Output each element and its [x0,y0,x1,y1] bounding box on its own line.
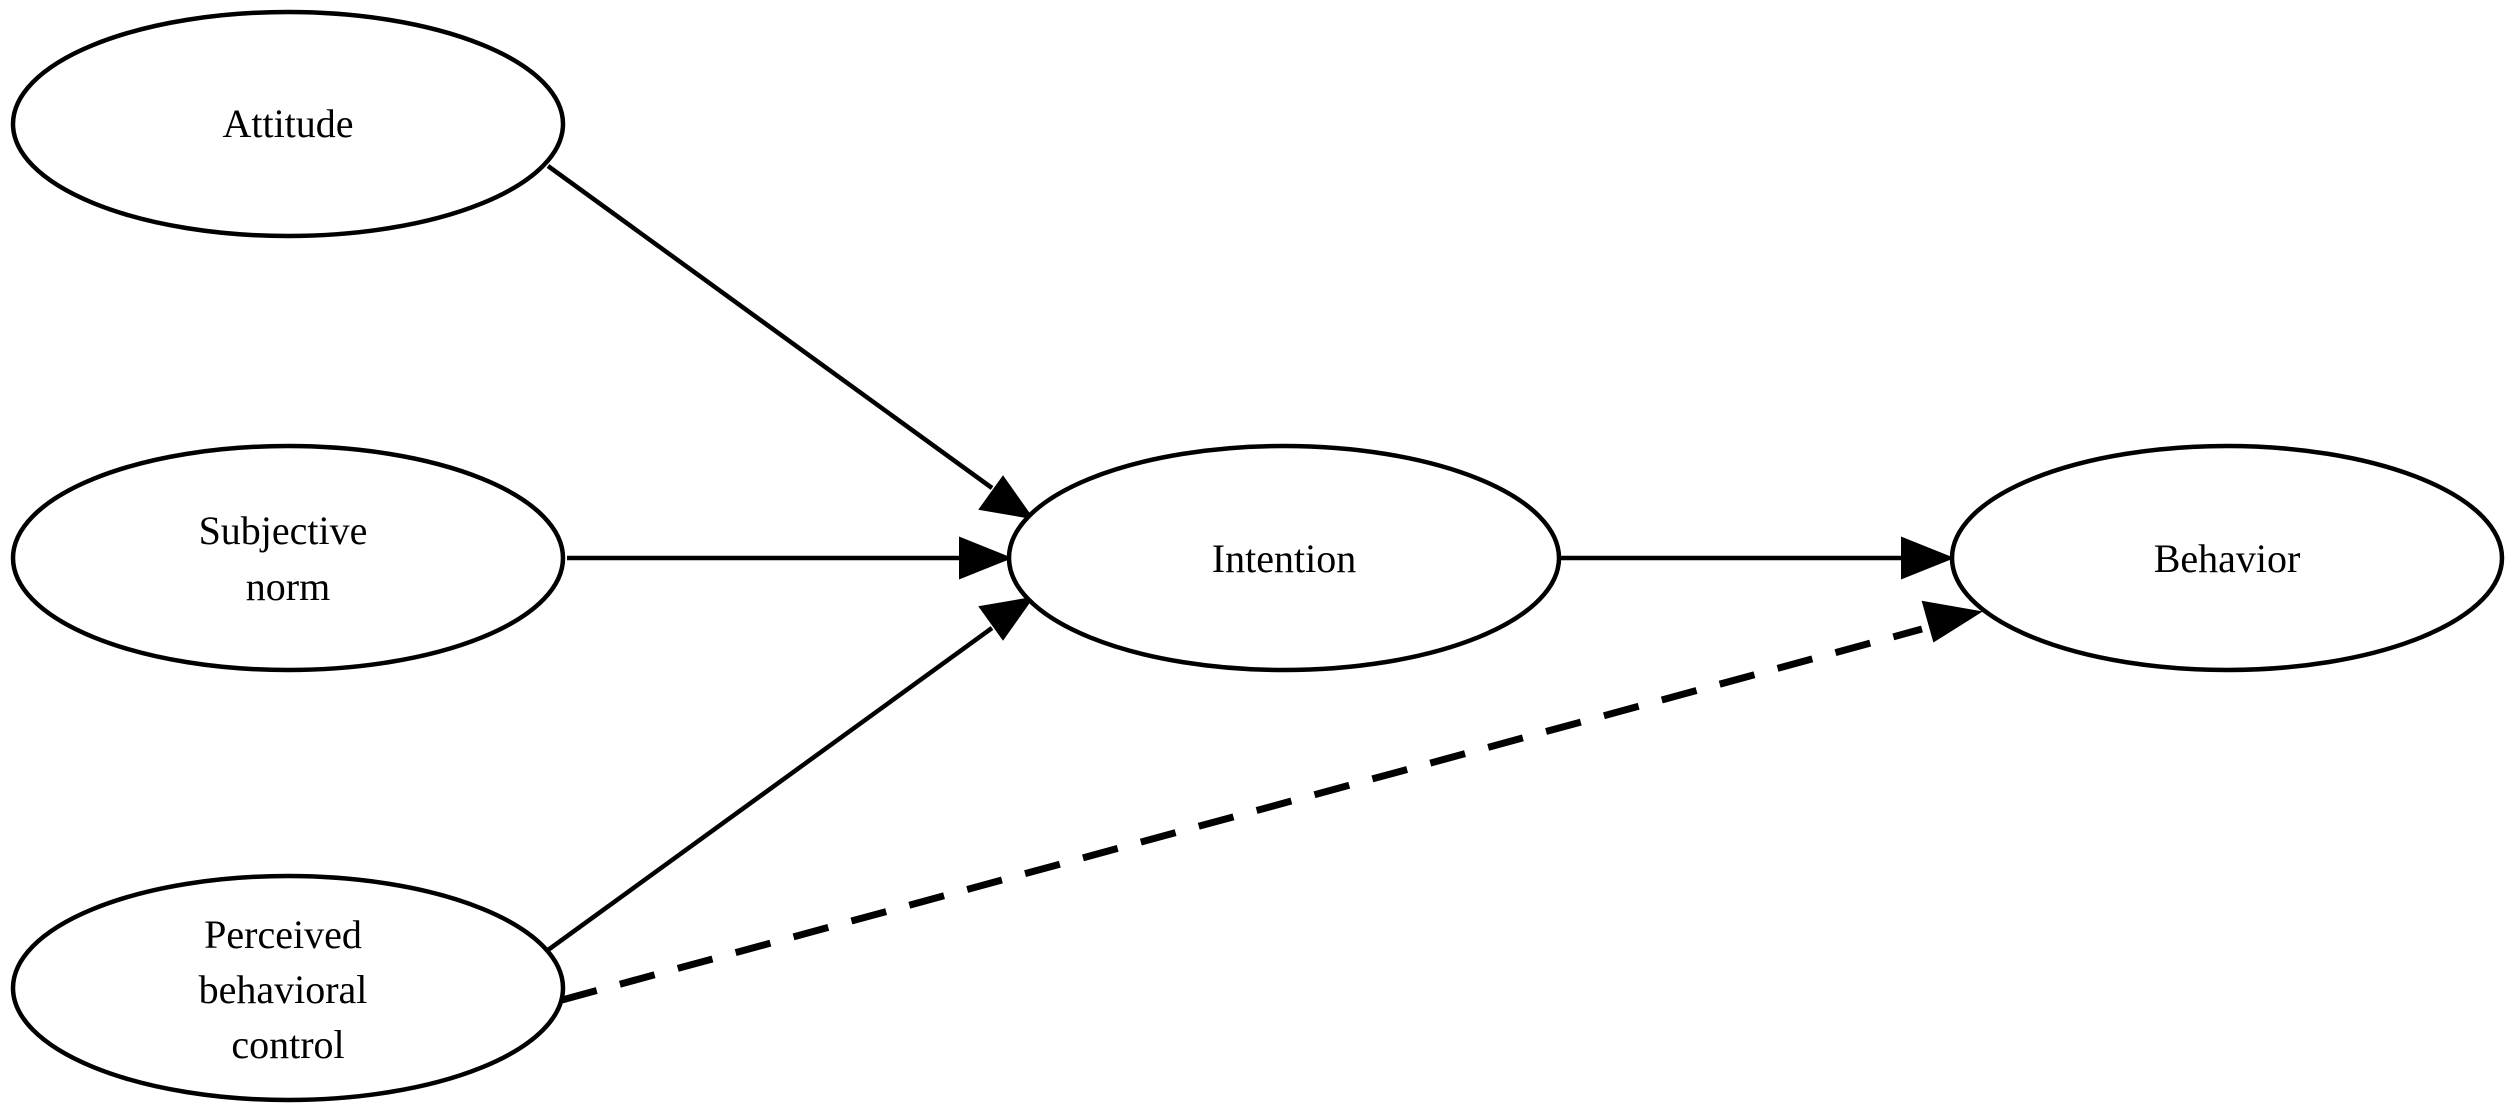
node-behavior-label-line-1: Behavior [2154,536,2301,581]
node-perceived-behavioral-control-label: Perceived behavioral control [199,912,378,1067]
edge-perceived-to-intention [546,626,994,952]
node-attitude-label-line-1: Attitude [222,101,353,146]
edges [546,164,1983,1004]
node-perceived-behavioral-control-label-line-3: control [231,1022,344,1067]
arrow-head-perceived-to-behavior [1921,600,1983,643]
edge-perceived-to-behavior [561,625,1923,1004]
node-intention-label-line-1: Intention [1212,536,1356,581]
node-perceived-behavioral-control-label-line-1: Perceived [204,912,362,957]
node-subjective-norm-ellipse [10,443,566,673]
node-behavior: Behavior [1949,443,2505,673]
node-perceived-behavioral-control-ellipse [10,873,566,1103]
edge-attitude-to-intention [546,164,994,490]
arrow-head-attitude-to-intention [978,475,1035,520]
node-subjective-norm-label-line-1: Subjective [199,508,368,553]
arrow-head-perceived-to-intention [978,596,1035,641]
node-perceived-behavioral-control-label-line-2: behavioral [199,967,368,1012]
arrow-head-subjective-to-intention [959,536,1013,580]
node-subjective-norm-label: Subjective norm [199,508,378,609]
node-subjective-norm: Subjective norm [10,443,566,673]
node-attitude: Attitude [10,9,566,239]
node-behavior-ellipse [1949,443,2505,673]
node-attitude-ellipse [10,9,566,239]
node-subjective-norm-label-line-2: norm [246,564,330,609]
node-behavior-label: Behavior [2154,536,2301,581]
node-intention: Intention [1006,443,1562,673]
node-attitude-label: Attitude [222,101,353,146]
node-intention-label: Intention [1212,536,1356,581]
node-perceived-behavioral-control: Perceived behavioral control [10,873,566,1103]
arrow-head-intention-to-behavior [1901,536,1955,580]
node-intention-ellipse [1006,443,1562,673]
